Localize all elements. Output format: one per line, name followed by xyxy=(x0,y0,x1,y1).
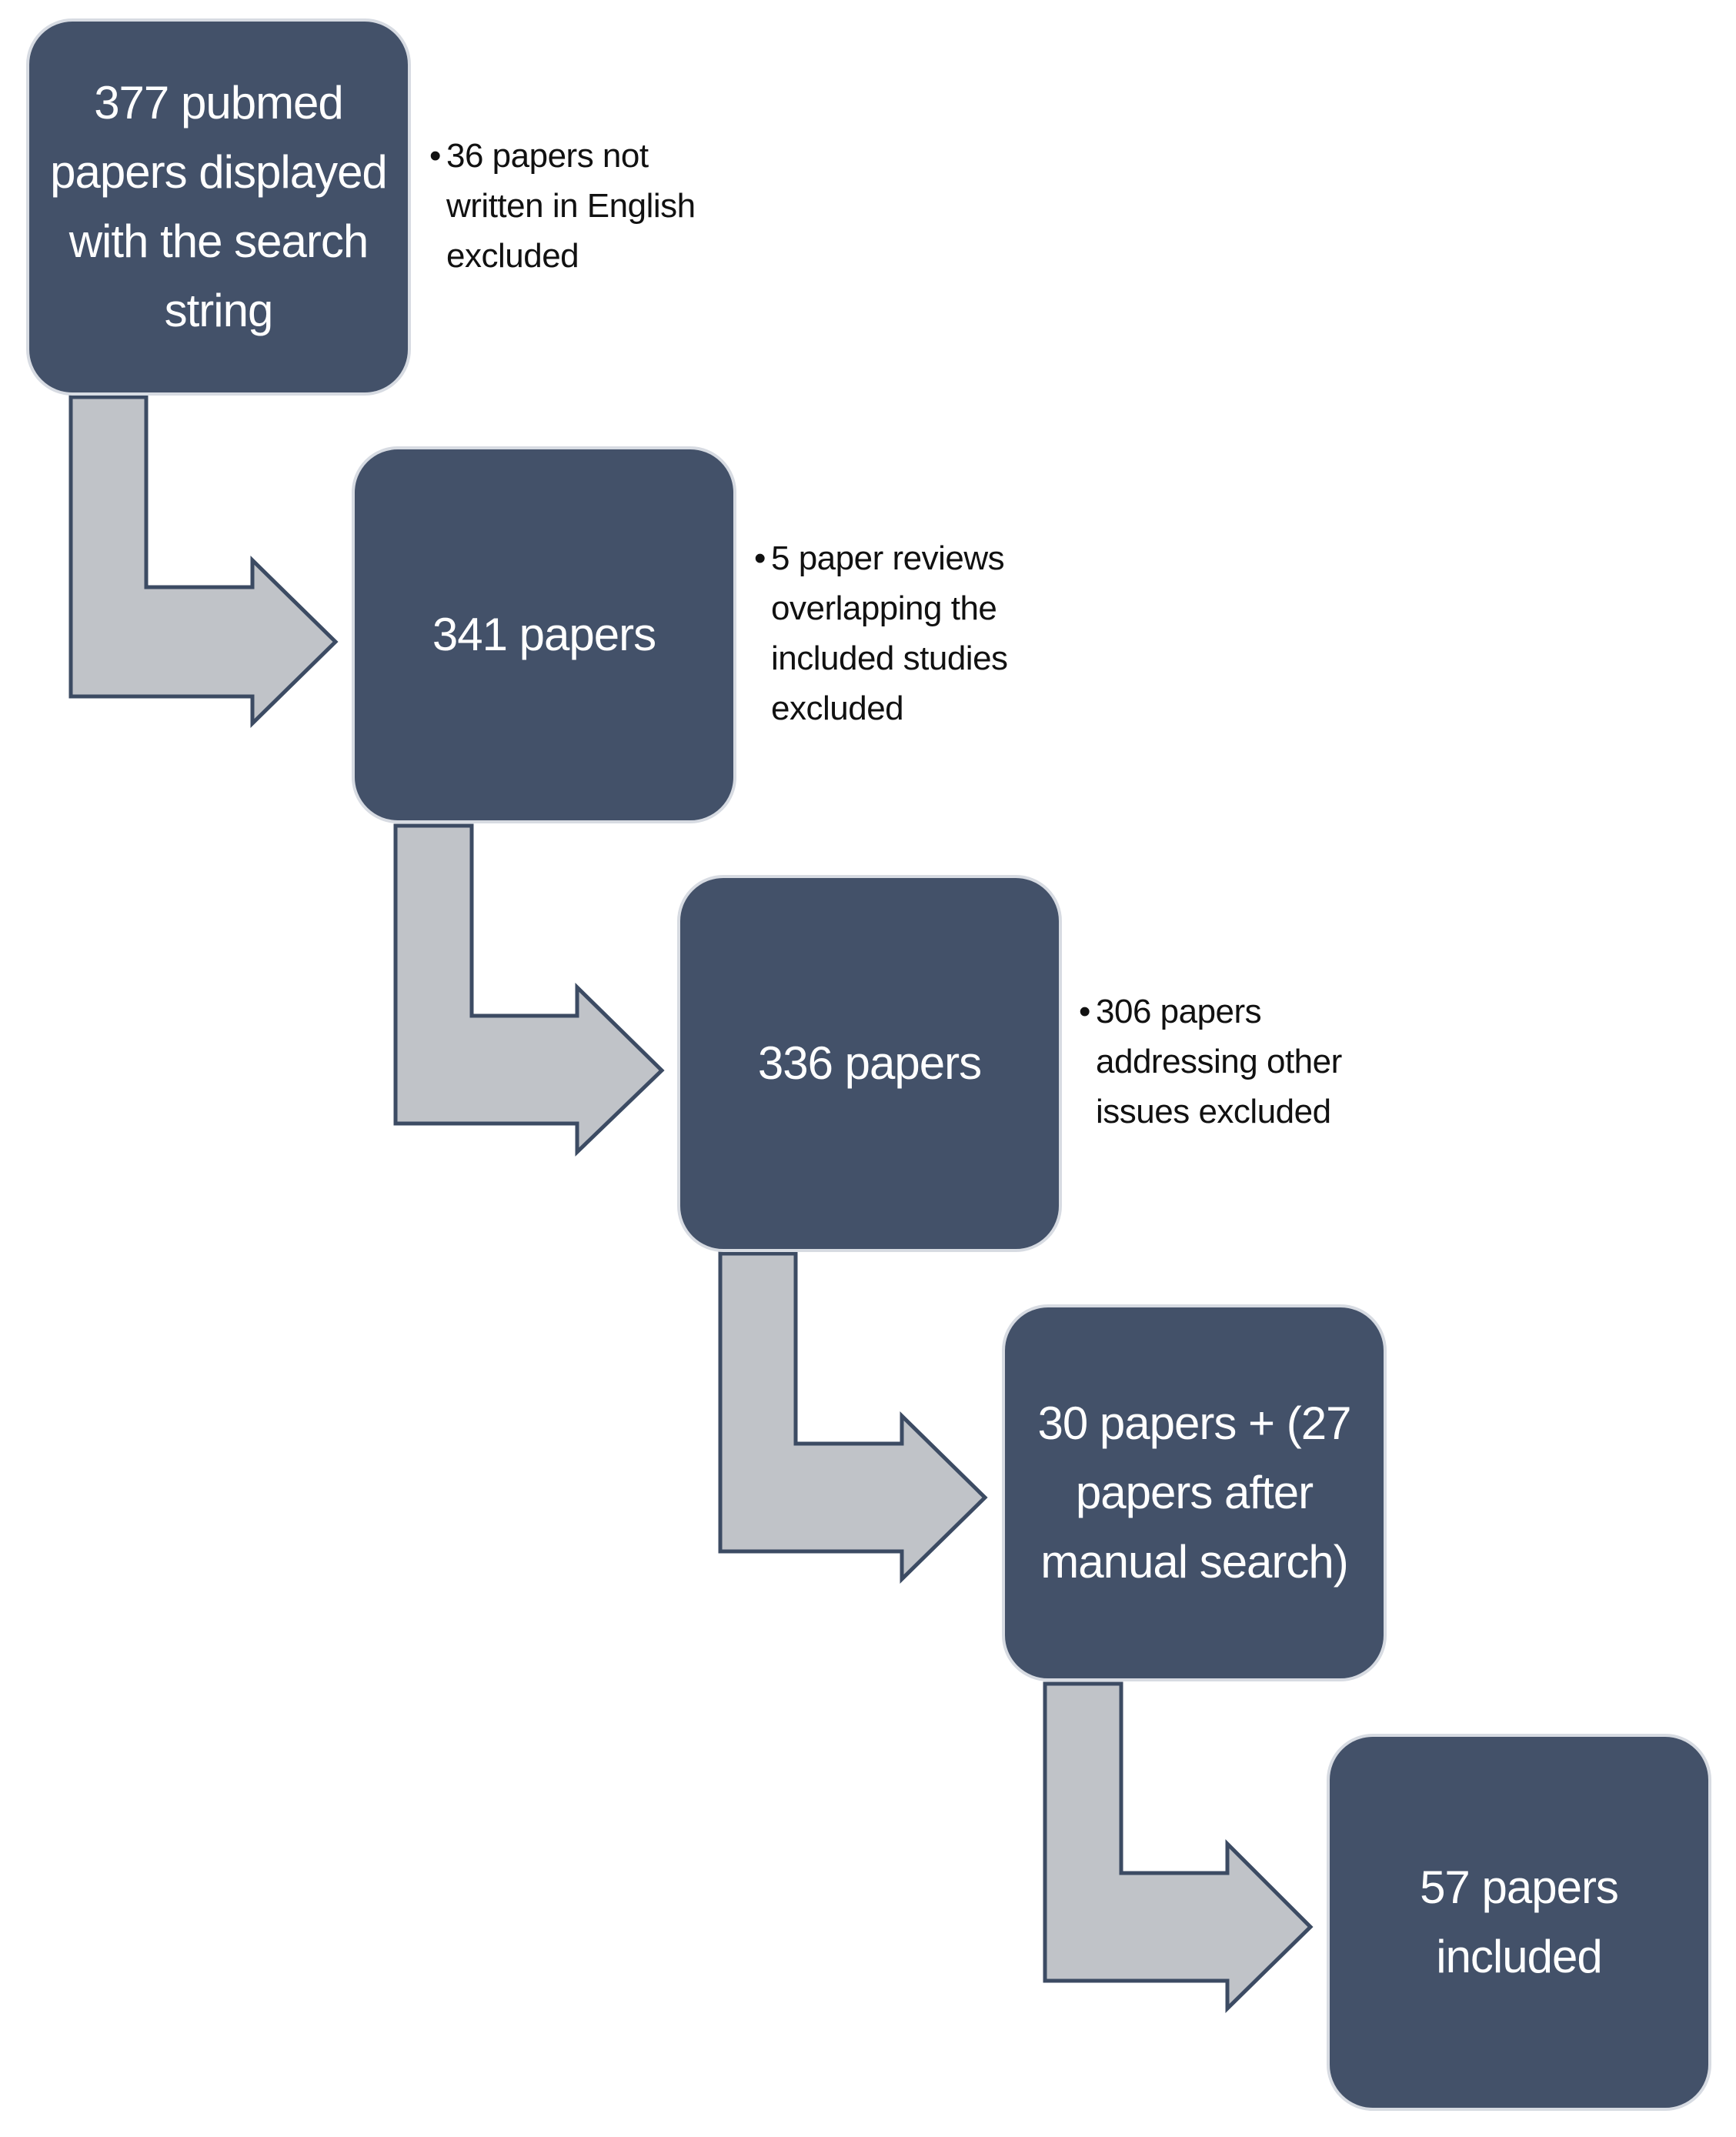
step-label-4: 30 papers + (27 papers after manual sear… xyxy=(1037,1397,1352,1588)
bullet-icon: • xyxy=(754,539,766,577)
exclusion-note-text-1: 36 papers not written in English exclude… xyxy=(446,137,696,275)
exclusion-note-3: • 306 papers addressing other issues exc… xyxy=(1079,987,1342,1137)
flow-arrow-4 xyxy=(1043,1681,1314,2013)
step-box-5: 57 papers included xyxy=(1327,1734,1711,2111)
step-box-4: 30 papers + (27 papers after manual sear… xyxy=(1002,1304,1387,1681)
step-box-2: 341 papers xyxy=(352,446,736,823)
flow-arrow-1 xyxy=(68,395,339,728)
exclusion-note-2: • 5 paper reviews overlapping the includ… xyxy=(754,533,1008,733)
step-label-1: 377 pubmed papers displayed with the sea… xyxy=(50,77,388,336)
flow-arrow-2 xyxy=(393,823,665,1157)
bullet-icon: • xyxy=(1079,993,1090,1030)
step-label-3: 336 papers xyxy=(757,1037,982,1089)
exclusion-note-1: • 36 papers not written in English exclu… xyxy=(429,131,696,281)
flow-arrow-3 xyxy=(718,1251,988,1584)
step-label-2: 341 papers xyxy=(432,609,656,660)
step-box-3: 336 papers xyxy=(677,875,1062,1252)
exclusion-note-text-3: 306 papers addressing other issues exclu… xyxy=(1096,993,1342,1131)
bullet-icon: • xyxy=(429,137,441,175)
step-box-1: 377 pubmed papers displayed with the sea… xyxy=(26,18,411,396)
step-label-5: 57 papers included xyxy=(1420,1862,1619,1982)
exclusion-note-text-2: 5 paper reviews overlapping the included… xyxy=(771,539,1008,728)
